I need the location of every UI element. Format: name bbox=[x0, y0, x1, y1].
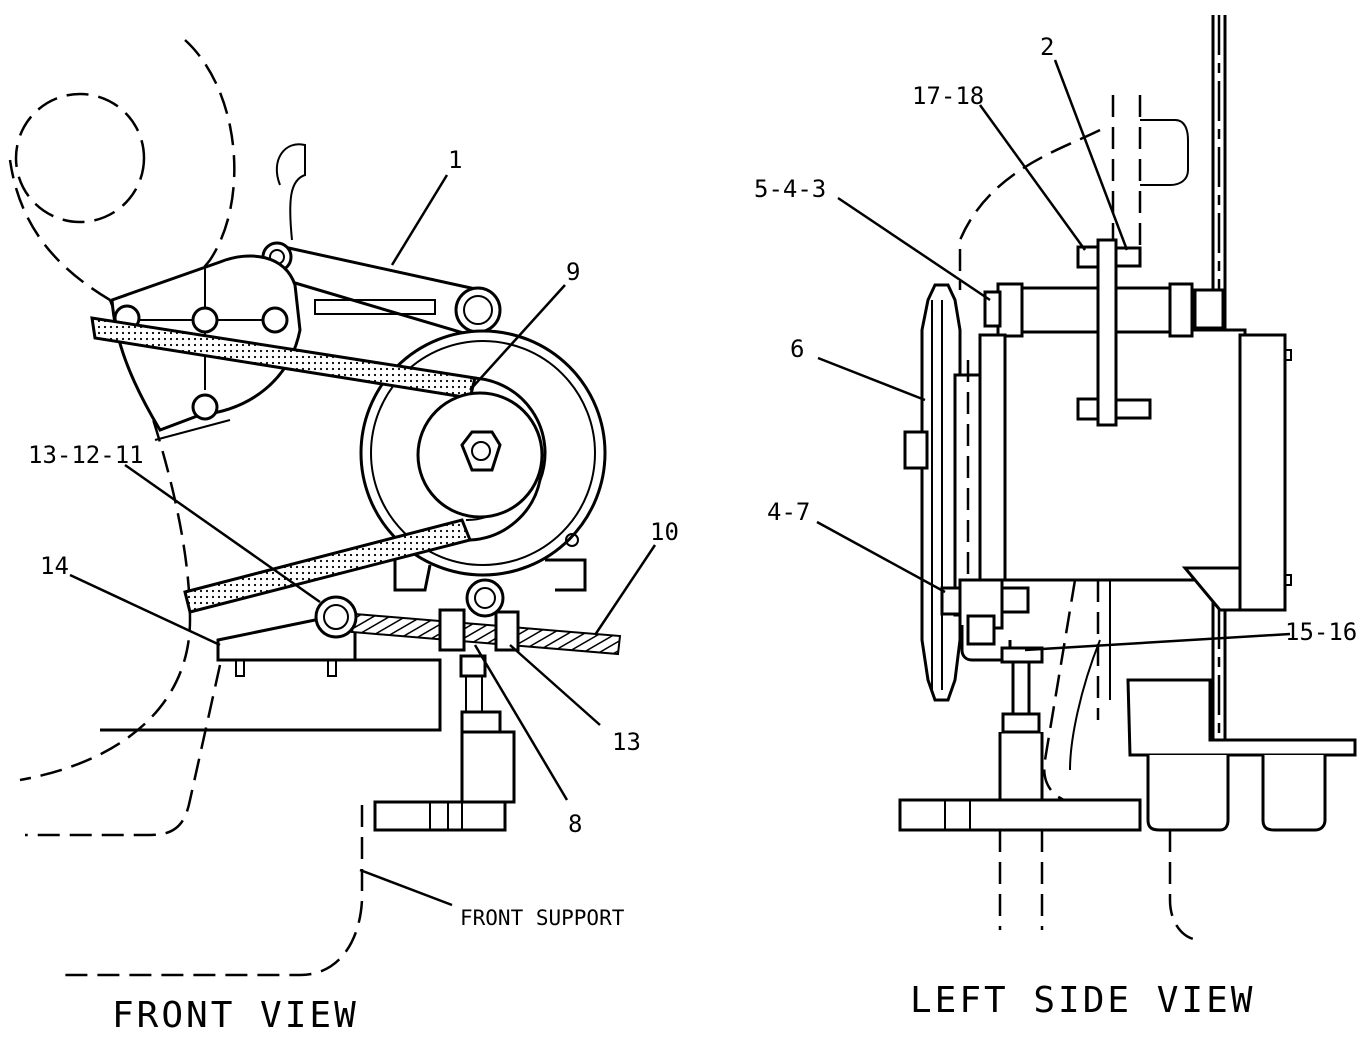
engine-pulley-outline bbox=[14, 92, 146, 224]
pulley-hub-nut bbox=[903, 430, 929, 470]
strap-nut-top bbox=[1076, 245, 1100, 269]
end-cap-stud-top bbox=[1284, 349, 1292, 361]
alternator-foot bbox=[393, 560, 432, 592]
trunnion-bolt bbox=[465, 578, 505, 618]
adjust-bolt-inner bbox=[323, 604, 349, 630]
end-cap-stud-bottom bbox=[1284, 574, 1292, 586]
alternator-housing-inner bbox=[370, 340, 596, 566]
strap-bolt-top bbox=[1114, 246, 1142, 268]
callout-1: 1 bbox=[448, 146, 462, 174]
trunnion-block bbox=[438, 608, 466, 652]
pulley-nut-center bbox=[471, 441, 491, 461]
trunnion-bolt-inner bbox=[474, 587, 496, 609]
callout-2: 2 bbox=[1040, 33, 1054, 61]
oil-pan-sump-2 bbox=[1261, 755, 1327, 832]
support-nut-side bbox=[1001, 712, 1041, 734]
support-frame bbox=[100, 658, 442, 732]
tube-washer-left bbox=[996, 282, 1024, 338]
side-view-title: LEFT SIDE VIEW bbox=[910, 980, 1255, 1021]
support-post bbox=[460, 730, 516, 804]
front-support-label: FRONT SUPPORT bbox=[460, 906, 625, 930]
front-view-drawing bbox=[8, 39, 622, 977]
support-post-bolt bbox=[459, 654, 487, 678]
engine-lower-curve-2 bbox=[1069, 639, 1101, 771]
adjust-bolt bbox=[314, 595, 358, 639]
alternator-front-housing bbox=[978, 333, 1007, 582]
alternator-mount-lug bbox=[1181, 566, 1242, 612]
upper-bracket-outline bbox=[275, 143, 306, 241]
bracket-strap bbox=[1096, 238, 1118, 427]
callout-13: 13 bbox=[612, 728, 641, 756]
engine-housing-outline bbox=[8, 39, 236, 302]
support-stud-side bbox=[1011, 660, 1031, 716]
tube-nut-right bbox=[1193, 288, 1225, 330]
callout-5-4-3: 5-4-3 bbox=[754, 175, 826, 203]
lower-link-bolt bbox=[966, 614, 996, 646]
hub-bolt-bottom bbox=[191, 393, 219, 421]
alternator-terminal bbox=[565, 533, 579, 547]
callout-4-7: 4-7 bbox=[767, 498, 810, 526]
callout-6: 6 bbox=[790, 335, 804, 363]
callout-15-16: 15-16 bbox=[1285, 618, 1357, 646]
alternator-body-side bbox=[1003, 328, 1247, 582]
oil-pan-top bbox=[1126, 678, 1357, 757]
callout-9: 9 bbox=[566, 258, 580, 286]
hub-center bbox=[191, 306, 219, 334]
bracket-slot bbox=[314, 299, 436, 315]
oil-pan-sump-1 bbox=[1146, 755, 1230, 832]
hub-bolt-right bbox=[261, 306, 289, 334]
engine-lower-outline bbox=[25, 664, 222, 837]
support-base-side bbox=[898, 798, 1142, 832]
lower-pivot-nut bbox=[940, 586, 962, 616]
front-leaders bbox=[69, 174, 657, 907]
oil-pan-outline bbox=[1168, 830, 1201, 942]
strap-nut-bottom bbox=[1076, 397, 1100, 421]
callout-13-12-11: 13-12-11 bbox=[28, 441, 144, 469]
bracket-stud-right bbox=[327, 659, 337, 677]
side-view-drawing bbox=[898, 15, 1357, 942]
callout-10: 10 bbox=[650, 518, 679, 546]
side-leaders bbox=[816, 59, 1291, 652]
drive-belt-wrap bbox=[469, 376, 547, 542]
pulley-nut bbox=[460, 430, 502, 472]
bracket-pivot-bolt bbox=[454, 286, 502, 334]
callout-14: 14 bbox=[40, 552, 69, 580]
lower-pivot-washer bbox=[1000, 586, 1030, 614]
front-view-title: FRONT VIEW bbox=[112, 995, 359, 1036]
strap-bolt-bottom bbox=[1114, 398, 1152, 420]
front-support-phantom bbox=[60, 805, 364, 977]
bracket-stud-left bbox=[235, 659, 245, 677]
engine-side-outline bbox=[958, 128, 1101, 290]
trunnion-nut bbox=[494, 610, 520, 652]
tube-spacer-right bbox=[1168, 282, 1194, 338]
alternator-foot-right bbox=[545, 558, 587, 592]
callout-17-18: 17-18 bbox=[912, 82, 984, 110]
guard-line bbox=[154, 419, 231, 441]
adjusting-rod bbox=[350, 612, 622, 656]
alternator-end-cap bbox=[1238, 333, 1287, 612]
support-post-nut bbox=[460, 710, 502, 734]
callout-8: 8 bbox=[568, 810, 582, 838]
mounting-tube bbox=[1018, 286, 1172, 334]
engine-cover-outline bbox=[1140, 119, 1189, 186]
front-support-base bbox=[373, 800, 507, 832]
bracket-pivot-bolt-inner bbox=[463, 295, 493, 325]
